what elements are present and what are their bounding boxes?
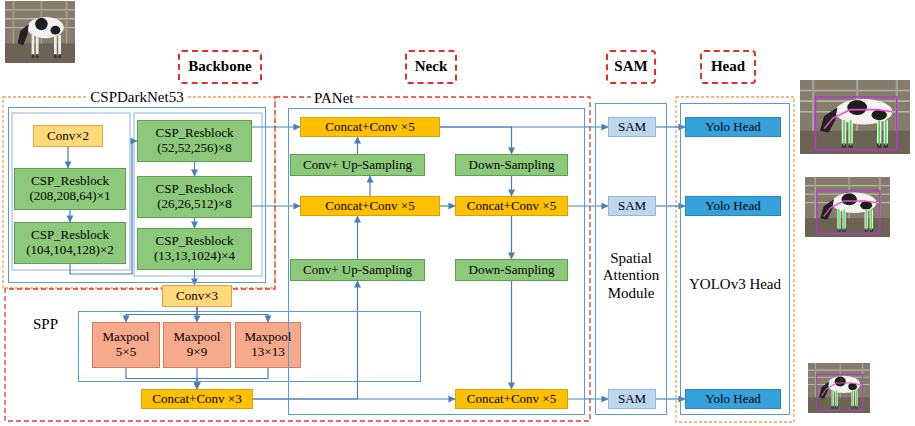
- box-text: Conv×3: [176, 289, 218, 304]
- group-heading: Spatial Attention Module: [596, 250, 666, 302]
- group-box: PANetConcat+Conv ×5Conv+ Up-SamplingConc…: [288, 108, 585, 415]
- output-image: [800, 80, 910, 154]
- conv-box: Conv×2: [33, 125, 103, 147]
- box-text: Conv+ Up-Sampling: [303, 263, 412, 278]
- flow-arrow: [440, 205, 455, 206]
- group-box: YOLOv3 HeadYolo HeadYolo HeadYolo Head: [680, 103, 790, 415]
- backbone-region: [3, 97, 275, 288]
- box-text: SAM: [618, 120, 646, 135]
- flow-arrow: [197, 368, 268, 389]
- flow-arrow: [67, 147, 68, 168]
- box-text: Conv+ Up-Sampling: [303, 158, 412, 173]
- group-box: CSPDarkNet53Conv×2CSP_Resblock (208,208,…: [8, 107, 266, 283]
- group-heading: SPP: [31, 316, 60, 333]
- box-text: CSP_Resblock (104,104,128)×2: [18, 228, 122, 258]
- box-text: SAM: [614, 58, 647, 75]
- section-label: SAM: [606, 50, 656, 84]
- flow-arrow: [126, 368, 197, 389]
- box-text: Concat+Conv ×5: [467, 199, 556, 214]
- box-text: CSP_Resblock (26,26,512)×8: [141, 182, 248, 212]
- group-heading: CSPDarkNet53: [87, 89, 186, 106]
- section-label: Backbone: [178, 50, 262, 84]
- stage-frame: [134, 113, 262, 276]
- box-text: SAM: [618, 199, 646, 214]
- section-label: Head: [700, 50, 756, 84]
- flow-arrow: [357, 216, 358, 259]
- resblock-box: CSP_Resblock (208,208,64)×1: [14, 168, 126, 210]
- box-text: Concat+Conv ×5: [325, 199, 414, 214]
- box-text: CSP_Resblock (52,52,256)×8: [141, 126, 248, 156]
- box-text: CSP_Resblock (13,13,1024)×4: [141, 234, 248, 264]
- resblock-box: Conv+ Up-Sampling: [290, 259, 425, 281]
- concat-box: Concat+Conv ×5: [300, 117, 440, 137]
- concat-box: Concat+Conv ×3: [141, 389, 253, 409]
- flow-arrow: [194, 162, 195, 176]
- box-text: Concat+Conv ×5: [325, 120, 414, 135]
- maxpool-box: Maxpool 5×5: [92, 322, 160, 368]
- flow-arrow: [369, 176, 370, 196]
- sam-box: SAM: [608, 117, 656, 137]
- box-text: Down-Sampling: [469, 158, 555, 173]
- resblock-box: Down-Sampling: [455, 259, 568, 281]
- flow-arrow: [568, 398, 608, 399]
- box-text: Yolo Head: [705, 392, 760, 407]
- flow-arrow: [440, 127, 512, 154]
- sam-box: SAM: [608, 389, 656, 409]
- box-text: Neck: [415, 58, 448, 75]
- box-text: CSP_Resblock (208,208,64)×1: [18, 174, 122, 204]
- resblock-box: CSP_Resblock (26,26,512)×8: [137, 176, 252, 218]
- neck-region: [5, 97, 590, 421]
- resblock-box: Down-Sampling: [455, 154, 568, 176]
- maxpool-box: Maxpool 9×9: [163, 322, 231, 368]
- box-text: Down-Sampling: [469, 263, 555, 278]
- flow-arrow: [511, 216, 512, 259]
- output-image: [805, 177, 890, 237]
- conv-box: Conv×3: [162, 285, 232, 307]
- resblock-box: CSP_Resblock (52,52,256)×8: [137, 120, 252, 162]
- concat-box: Concat+Conv ×5: [455, 389, 568, 409]
- box-text: Maxpool 9×9: [167, 330, 227, 360]
- resblock-box: Conv+ Up-Sampling: [290, 154, 425, 176]
- maxpool-box: Maxpool 13×13: [235, 322, 301, 368]
- flow-arrow: [568, 205, 608, 206]
- group-heading: PANet: [311, 90, 356, 107]
- box-text: Concat+Conv ×5: [467, 392, 556, 407]
- flow-arrow: [253, 398, 455, 399]
- flow-arrow: [126, 307, 197, 322]
- flow-arrow: [511, 281, 512, 389]
- box-text: Head: [711, 58, 745, 75]
- flow-arrow: [69, 210, 70, 222]
- resblock-box: CSP_Resblock (104,104,128)×2: [14, 222, 126, 264]
- flow-arrow: [194, 218, 195, 228]
- box-text: Yolo Head: [705, 199, 760, 214]
- group-heading: YOLOv3 Head: [681, 276, 789, 293]
- output-image: [808, 363, 870, 413]
- flow-arrow: [357, 137, 358, 154]
- input-image: [5, 1, 75, 63]
- box-text: Concat+Conv ×3: [152, 392, 241, 407]
- sam-box: SAM: [608, 196, 656, 216]
- box-text: Yolo Head: [705, 120, 760, 135]
- head-region: [676, 97, 794, 422]
- section-label: Neck: [405, 50, 457, 84]
- flow-arrow: [252, 126, 300, 127]
- head-box: Yolo Head: [685, 389, 781, 409]
- box-text: Maxpool 5×5: [96, 330, 156, 360]
- flow-arrow: [197, 307, 268, 322]
- group-box: SPPMaxpool 5×5Maxpool 9×9Maxpool 13×13: [78, 311, 421, 382]
- resblock-box: CSP_Resblock (13,13,1024)×4: [137, 228, 252, 270]
- concat-box: Concat+Conv ×5: [300, 196, 440, 216]
- head-box: Yolo Head: [685, 117, 781, 137]
- box-text: Backbone: [188, 58, 251, 75]
- flow-arrow: [252, 205, 300, 206]
- head-box: Yolo Head: [685, 196, 781, 216]
- box-text: SAM: [618, 392, 646, 407]
- flow-arrow: [511, 176, 512, 196]
- group-box: Spatial Attention ModuleSAMSAMSAM: [595, 103, 667, 415]
- stage-frame: [12, 113, 130, 270]
- concat-box: Concat+Conv ×5: [455, 196, 568, 216]
- box-text: Conv×2: [47, 129, 89, 144]
